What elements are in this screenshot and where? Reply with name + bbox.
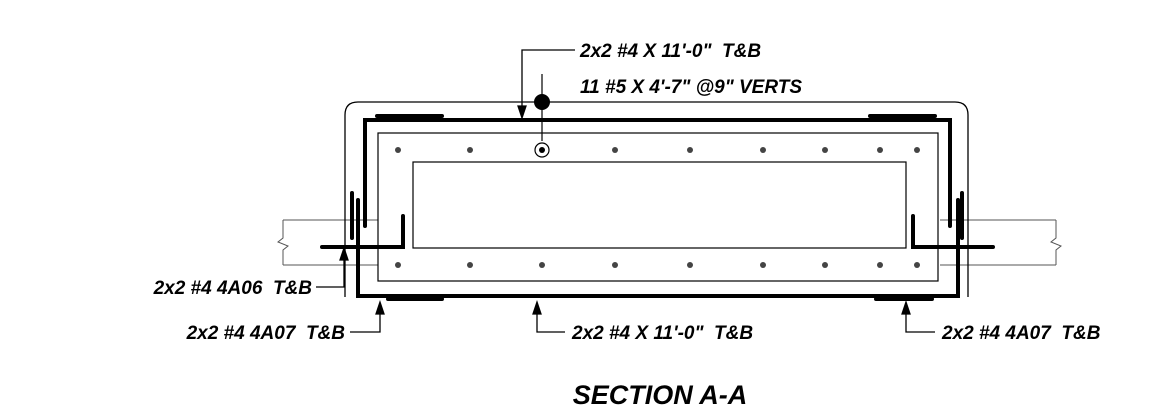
adjacent-wall-lines	[277, 219, 1062, 266]
cover-line	[377, 132, 939, 282]
callout-bottom-bars: 2x2 #4 X 11'-0" T&B	[571, 323, 753, 344]
callout-left-upper: 2x2 #4 4A06 T&B	[153, 278, 313, 299]
concrete-outline	[344, 101, 969, 297]
corner-bars	[320, 191, 995, 249]
callout-right-lower: 2x2 #4 4A07 T&B	[941, 323, 1101, 344]
top-bar	[363, 118, 952, 228]
leaders	[316, 49, 935, 333]
lap-bars	[375, 114, 937, 301]
break-mark-right	[1050, 220, 1062, 265]
section-title: SECTION A-A	[573, 380, 748, 410]
callout-left-lower: 2x2 #4 4A07 T&B	[186, 323, 346, 344]
opening	[412, 161, 907, 249]
break-mark-left	[277, 220, 289, 265]
vertical-bar-marker	[534, 74, 550, 158]
rebar-dots-bottom	[395, 262, 920, 268]
callout-verticals: 11 #5 X 4'-7" @9" VERTS	[580, 77, 802, 98]
rebar-dots-top	[395, 147, 920, 153]
callout-top-bars: 2x2 #4 X 11'-0" T&B	[579, 41, 761, 62]
